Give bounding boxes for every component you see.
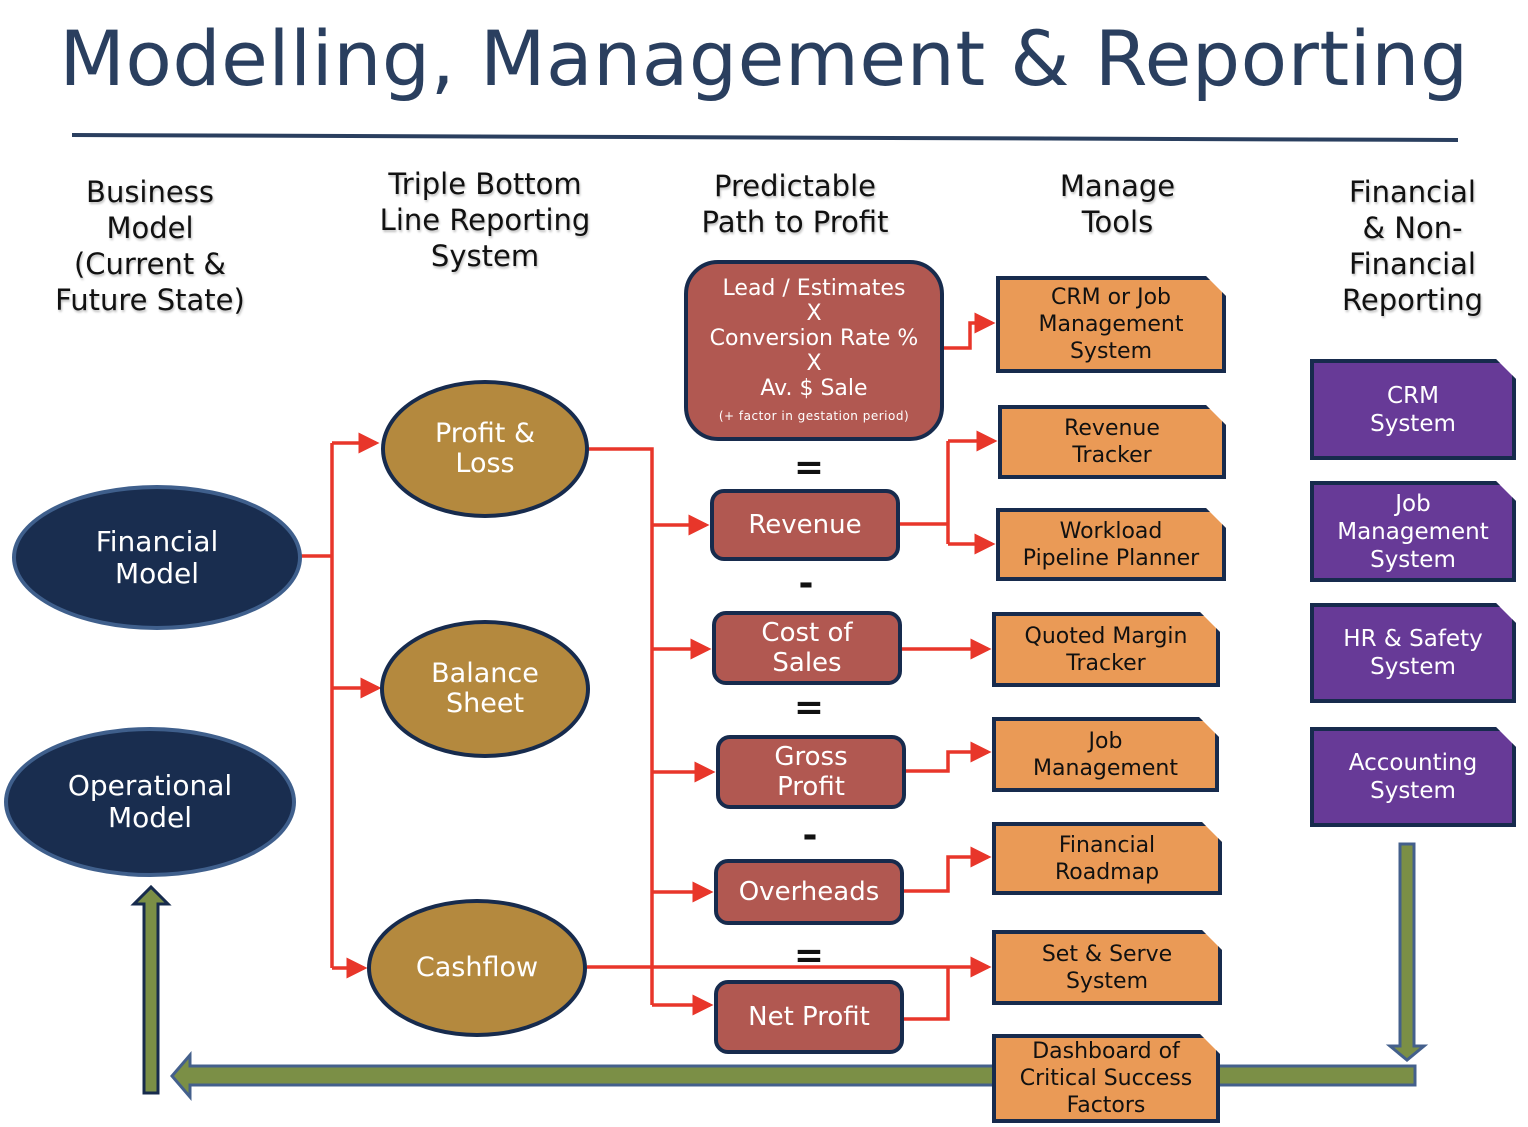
formula-text: Lead / Estimates X Conversion Rate % X A… <box>709 276 919 401</box>
connector-pl-trunk <box>588 447 654 1005</box>
arrow-to-financial-roadmap <box>902 846 992 893</box>
arrow-formula-to-crm <box>943 312 996 350</box>
column-header-business-model: Business Model (Current & Future State) <box>55 175 245 317</box>
tool-quoted-margin-tracker[interactable]: Quoted Margin Tracker <box>992 612 1220 687</box>
tool-crm-job-management[interactable]: CRM or Job Management System <box>996 276 1226 373</box>
column-header-path-to-profit: Predictable Path to Profit <box>701 169 889 239</box>
system-crm[interactable]: CRM System <box>1310 359 1516 460</box>
tool-revenue-tracker[interactable]: Revenue Tracker <box>998 405 1226 479</box>
column-header-reporting: Financial & Non- Financial Reporting <box>1342 175 1483 317</box>
operational-model-node[interactable]: Operational Model <box>4 727 296 877</box>
gross-profit-node[interactable]: Gross Profit <box>716 735 906 809</box>
operator-equals: = <box>793 447 825 488</box>
system-job-management[interactable]: Job Management System <box>1310 481 1516 582</box>
cost-of-sales-node[interactable]: Cost of Sales <box>712 611 902 685</box>
left-arrow-icon <box>170 1050 1417 1102</box>
balance-sheet-node[interactable]: Balance Sheet <box>380 620 590 758</box>
operator-equals: = <box>793 935 825 976</box>
financial-model-node[interactable]: Financial Model <box>12 485 302 630</box>
tool-financial-roadmap[interactable]: Financial Roadmap <box>992 822 1222 895</box>
formula-note: (+ factor in gestation period) <box>718 409 910 423</box>
operator-equals: = <box>793 687 825 728</box>
system-hr-safety[interactable]: HR & Safety System <box>1310 603 1516 703</box>
formula-node[interactable]: Lead / Estimates X Conversion Rate % X A… <box>684 260 944 441</box>
page-title: Modelling, Management & Reporting <box>59 14 1469 103</box>
system-accounting[interactable]: Accounting System <box>1310 727 1516 827</box>
tool-job-management[interactable]: Job Management <box>992 717 1219 792</box>
overheads-node[interactable]: Overheads <box>714 859 904 925</box>
tool-set-serve-system[interactable]: Set & Serve System <box>992 930 1222 1005</box>
operator-minus: - <box>798 563 814 604</box>
arrow-to-job-management <box>904 741 992 773</box>
column-header-manage-tools: Manage Tools <box>1059 169 1176 239</box>
up-arrow-icon <box>130 884 172 1095</box>
operator-minus: - <box>802 815 818 856</box>
title-underline <box>71 133 1459 142</box>
down-arrow-icon <box>1385 842 1429 1062</box>
column-header-triple-bottom-line: Triple Bottom Line Reporting System <box>379 167 591 273</box>
tool-workload-pipeline-planner[interactable]: Workload Pipeline Planner <box>996 508 1226 581</box>
net-profit-node[interactable]: Net Profit <box>714 980 904 1054</box>
revenue-node[interactable]: Revenue <box>710 489 900 561</box>
cashflow-node[interactable]: Cashflow <box>367 899 587 1037</box>
profit-loss-node[interactable]: Profit & Loss <box>381 380 589 518</box>
connector-net-profit <box>902 967 950 1021</box>
tool-dashboard-csf[interactable]: Dashboard of Critical Success Factors <box>992 1034 1220 1123</box>
